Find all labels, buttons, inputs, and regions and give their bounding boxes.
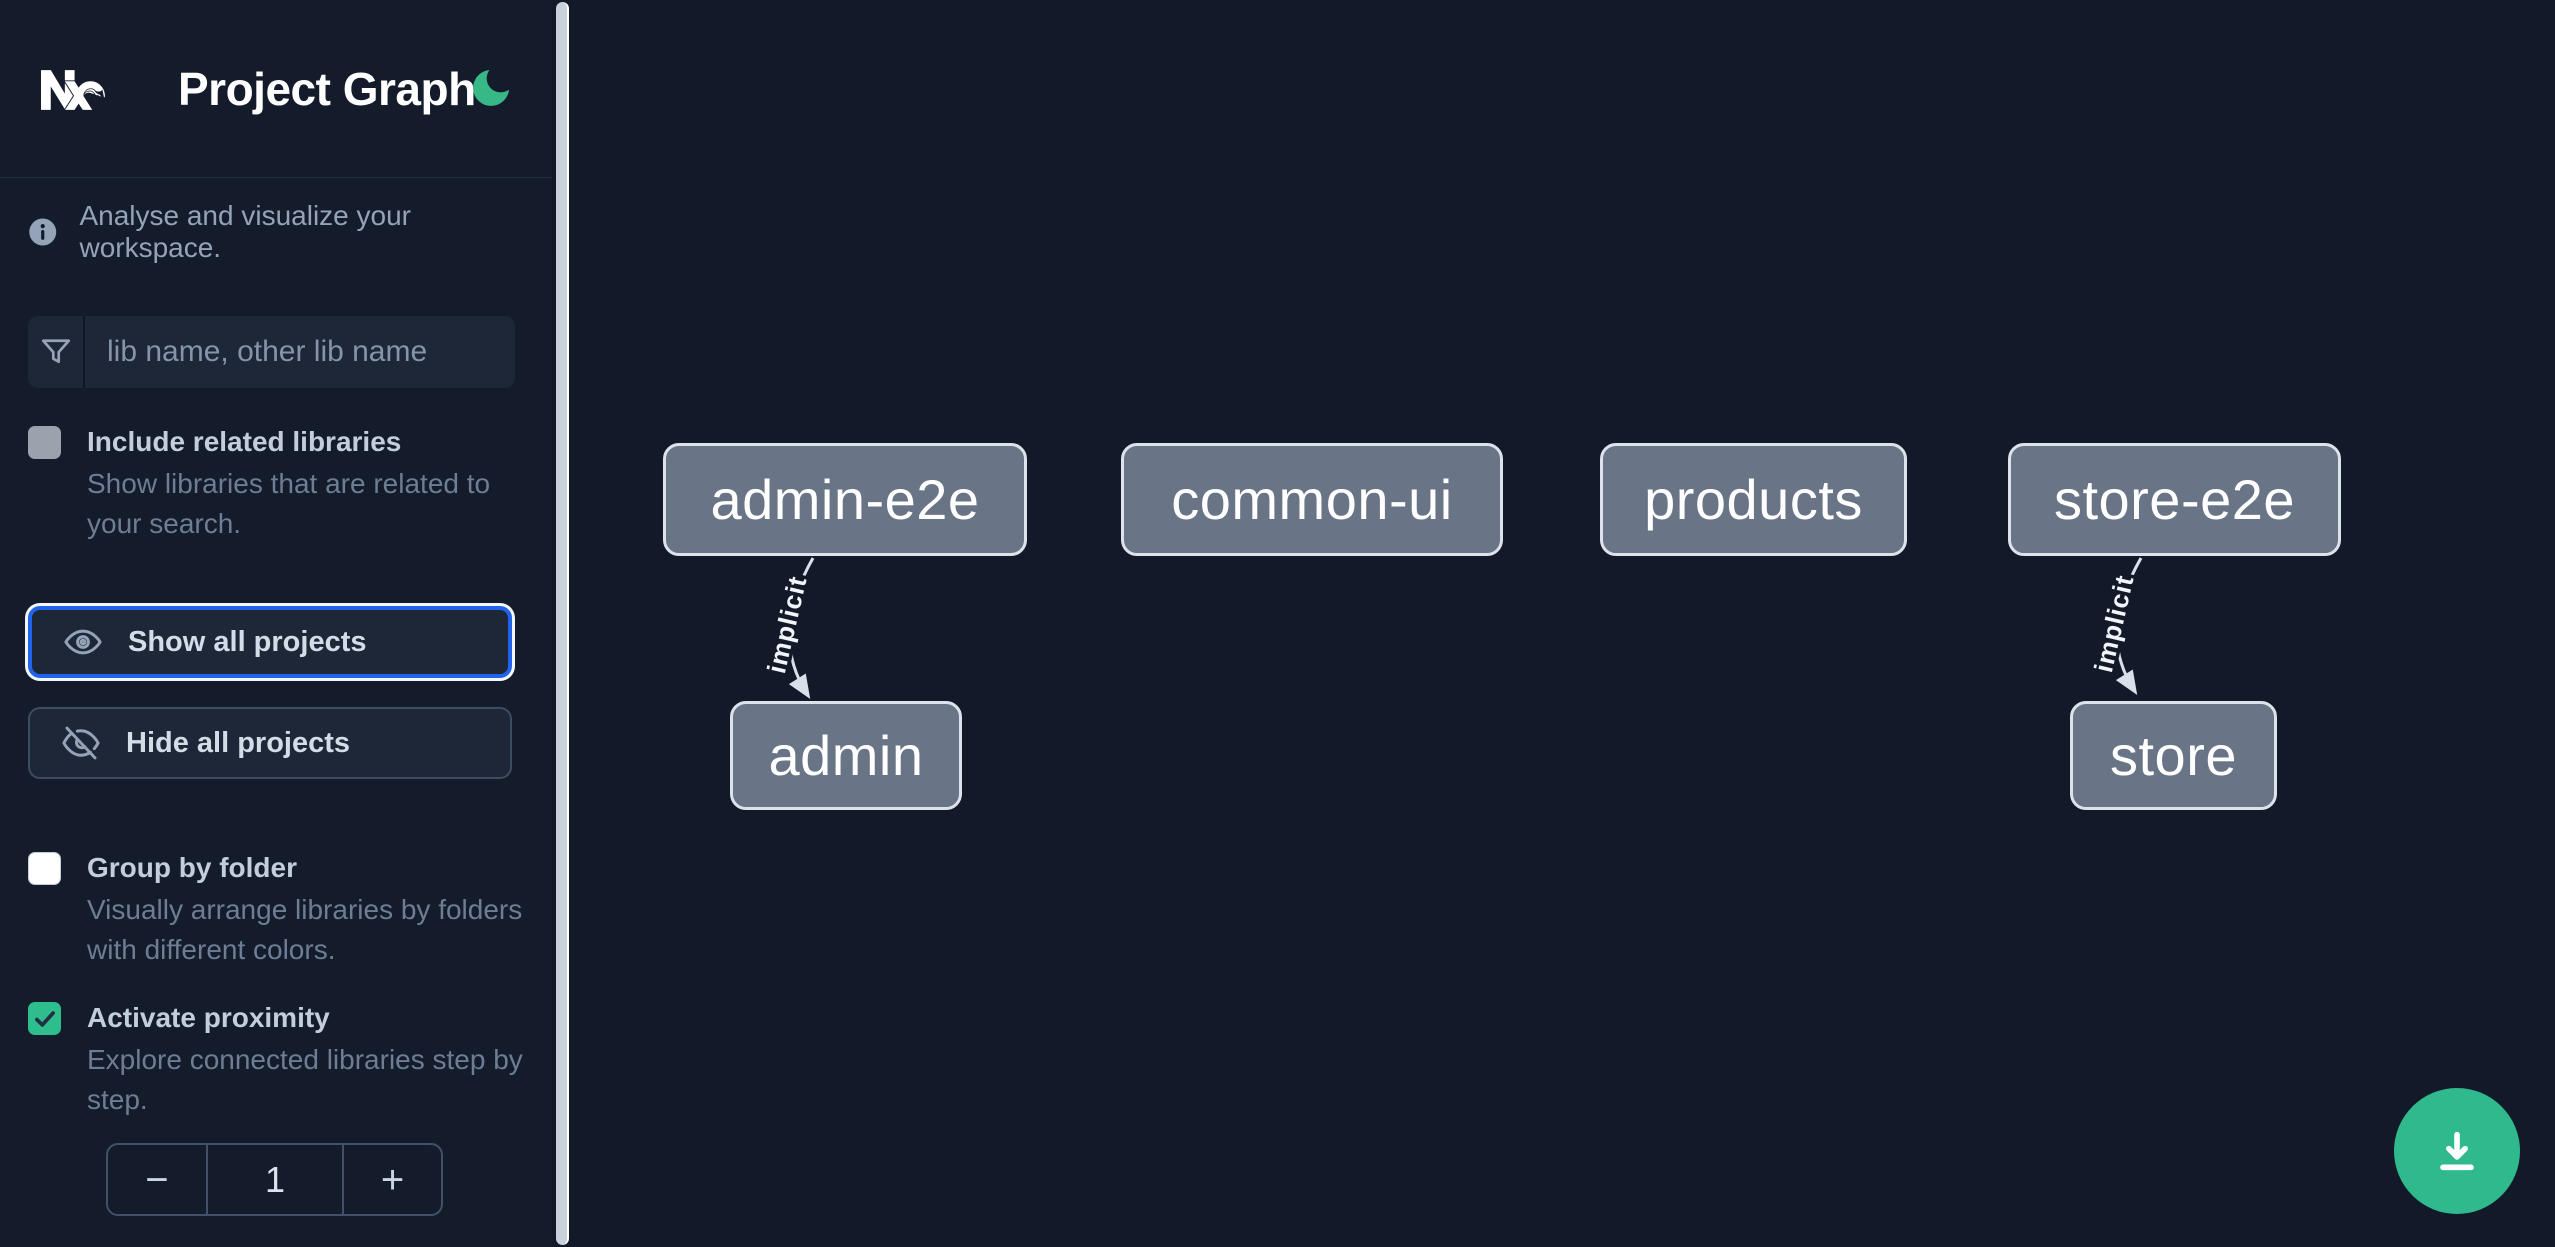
include-related-checkbox[interactable] [28,426,61,459]
theme-toggle-button[interactable] [466,64,516,114]
page-title: Project Graph [178,63,476,115]
sidebar: Project Graph Analyse and visualize your… [0,0,552,1247]
hide-all-projects-label: Hide all projects [126,726,351,759]
option-include-related: Include related libraries Show libraries… [28,424,539,544]
increment-button[interactable]: + [344,1145,441,1214]
sidebar-scrollbar[interactable] [556,2,569,1245]
group-by-folder-checkbox[interactable] [28,852,61,885]
activate-proximity-label: Activate proximity [87,1002,330,1033]
show-all-projects-label: Show all projects [128,625,367,658]
moon-icon [473,70,509,106]
graph-node-store-e2e[interactable]: store-e2e [2008,443,2341,556]
download-icon [2440,1131,2474,1171]
workspace-tagline: Analyse and visualize your workspace. [28,200,552,264]
graph-node-admin[interactable]: admin [730,701,962,810]
checkmark-icon [34,1010,55,1027]
nx-logo-icon[interactable] [26,58,120,122]
edge-label-admin-e2e-admin[interactable]: implicit [758,569,817,679]
proximity-depth-stepper: − 1 + [106,1143,443,1216]
filter-funnel-icon [41,339,70,364]
show-all-projects-button[interactable]: Show all projects [28,606,512,678]
option-group-by-folder: Group by folder Visually arrange librari… [28,850,539,970]
tagline-text: Analyse and visualize your workspace. [79,200,411,263]
edge-admin-e2e-admin[interactable] [787,557,815,700]
graph-node-store[interactable]: store [2070,701,2277,810]
proximity-depth-value: 1 [205,1145,345,1214]
app-header: Project Graph [0,0,552,178]
graph-node-products[interactable]: products [1600,443,1907,556]
activate-proximity-checkbox[interactable] [28,1002,61,1035]
filter-icon-cell [28,316,85,388]
option-activate-proximity: Activate proximity Explore connected lib… [28,1000,539,1120]
graph-node-admin-e2e[interactable]: admin-e2e [663,443,1027,556]
activate-proximity-description: Explore connected libraries step by step… [87,1044,523,1115]
group-by-folder-label: Group by folder [87,852,297,883]
decrement-button[interactable]: − [108,1145,206,1214]
group-by-folder-description: Visually arrange libraries by folders wi… [87,894,523,965]
filter-input-group [28,316,515,388]
include-related-label: Include related libraries [87,426,402,457]
graph-node-common-ui[interactable]: common-ui [1121,443,1503,556]
edge-store-e2e-store[interactable] [2115,557,2143,696]
include-related-description: Show libraries that are related to your … [87,468,491,539]
search-input[interactable] [85,316,515,388]
edge-label-store-e2e-store[interactable]: implicit [2085,568,2144,678]
info-icon [29,218,57,246]
hide-all-projects-button[interactable]: Hide all projects [28,707,512,779]
download-image-button[interactable] [2394,1088,2520,1214]
eye-icon [64,629,102,655]
eye-off-icon [62,726,100,760]
